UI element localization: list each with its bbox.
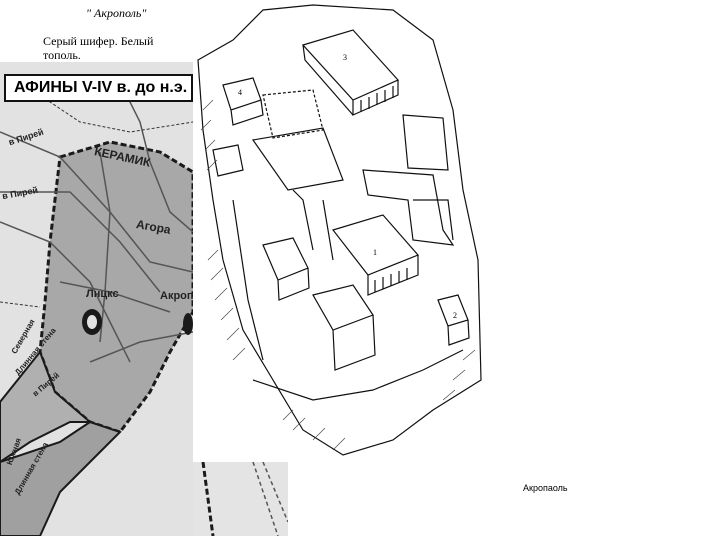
page-title: " Акрополь" xyxy=(86,6,147,20)
poem-line: тополь. xyxy=(43,48,81,62)
acropolis-drawing: 3 4 1 2 xyxy=(193,0,483,462)
athens-map-strip xyxy=(193,462,288,536)
athens-map: АФИНЫ V-IV в. до н.э. в Пирей в Пирей КЕ… xyxy=(0,62,193,536)
image-caption: Акропаоль xyxy=(523,483,568,493)
map-label-lykios: Лнцкс xyxy=(86,288,119,300)
building-number: 2 xyxy=(453,311,457,320)
map-title: АФИНЫ V-IV в. до н.э. xyxy=(4,74,193,102)
poem-text: Серый шифер. Белый тополь. П xyxy=(43,34,193,71)
building-number: 1 xyxy=(373,248,377,257)
poem-line: Серый шифер. Белый xyxy=(43,34,154,48)
building-number: 3 xyxy=(343,53,347,62)
map-graphic xyxy=(0,62,193,536)
acropolis-graphic: 3 4 1 2 xyxy=(197,4,482,456)
map-label-akropol: Акроп xyxy=(160,290,193,302)
building-number: 4 xyxy=(238,88,242,97)
map-strip-graphic xyxy=(193,462,288,536)
